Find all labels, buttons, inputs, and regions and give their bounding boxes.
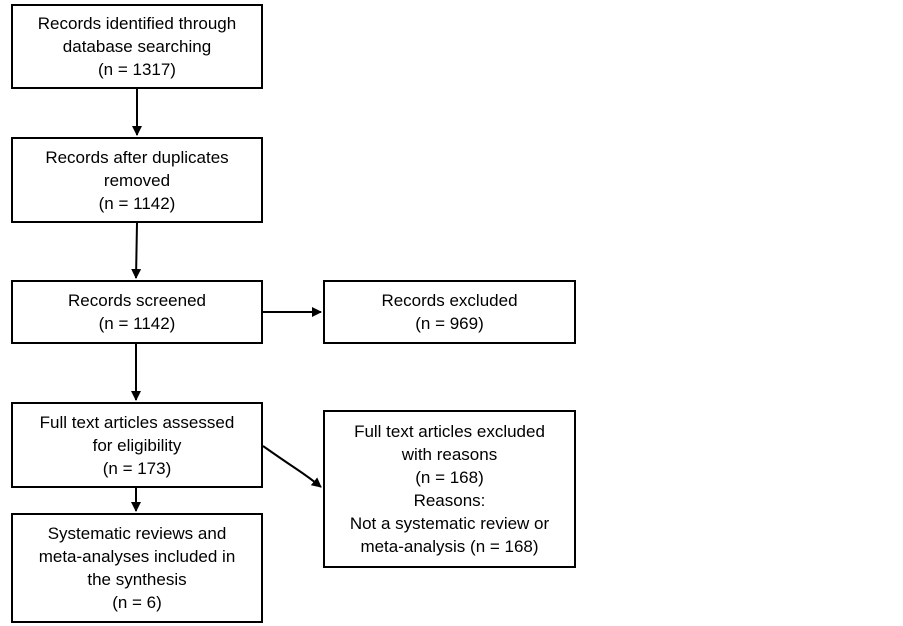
records-identified-count: (n = 1317) xyxy=(98,60,176,79)
full-text-assessed-count: (n = 173) xyxy=(102,458,172,478)
full-text-excluded-reason1-line1: Not a systematic review or xyxy=(349,514,550,533)
records-identified-line2: database searching xyxy=(62,37,212,56)
studies-included-count: (n = 6) xyxy=(112,593,162,612)
full-text-excluded-reasons-label: Reasons: xyxy=(413,491,486,510)
records-screened-line1: Records screened xyxy=(68,291,206,310)
records-screened-count: (n = 1142) xyxy=(98,314,176,333)
studies-included-line1: Systematic reviews and xyxy=(47,524,227,543)
full-text-assessed-box: Full text articles assessed for eligibil… xyxy=(11,402,263,488)
records-identified-box: Records identified through database sear… xyxy=(11,4,263,89)
records-screened-box: Records screened (n = 1142) xyxy=(11,280,263,344)
records-identified-line1: Records identified through xyxy=(37,14,237,33)
records-after-duplicates-line1: Records after duplicates xyxy=(45,147,229,167)
full-text-excluded-count: (n = 168) xyxy=(415,468,484,487)
arrow-fulltext-to-excluded xyxy=(262,445,322,488)
records-excluded-count: (n = 969) xyxy=(415,314,484,333)
studies-included-box: Systematic reviews and meta-analyses inc… xyxy=(11,513,263,623)
records-after-duplicates-line2: removed xyxy=(103,170,171,190)
records-excluded-line1: Records excluded xyxy=(381,291,518,310)
records-after-duplicates-count: (n = 1142) xyxy=(98,193,176,213)
full-text-excluded-line1: Full text articles excluded xyxy=(354,422,545,441)
records-excluded-box: Records excluded (n = 969) xyxy=(323,280,576,344)
full-text-excluded-line2: with reasons xyxy=(401,445,498,464)
studies-included-line2: meta-analyses included in xyxy=(38,547,236,566)
records-after-duplicates-box: Records after duplicates removed (n = 11… xyxy=(11,137,263,223)
full-text-assessed-line1: Full text articles assessed xyxy=(39,412,235,432)
full-text-excluded-box: Full text articles excluded with reasons… xyxy=(323,410,576,568)
arrow-duplicates-to-screened xyxy=(131,222,142,279)
full-text-excluded-reason1-line2: meta-analysis (n = 168) xyxy=(360,537,539,556)
studies-included-line3: the synthesis xyxy=(87,570,187,589)
full-text-assessed-line2: for eligibility xyxy=(92,435,182,455)
